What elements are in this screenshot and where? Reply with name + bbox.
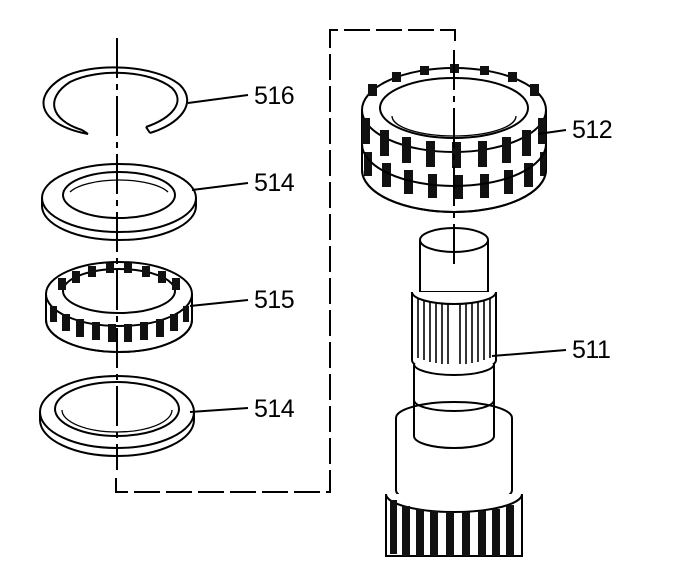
center-axes <box>116 38 455 470</box>
leader-515 <box>189 299 249 307</box>
label-516: 516 <box>254 82 295 110</box>
leader-514-upper <box>191 182 249 191</box>
leader-512 <box>537 129 567 135</box>
label-511: 511 <box>572 336 611 364</box>
label-515: 515 <box>254 286 295 314</box>
leader-514-lower <box>189 407 249 413</box>
leader-516 <box>187 94 249 104</box>
label-514-lower: 514 <box>254 395 295 423</box>
leader-lines <box>187 94 567 413</box>
snap-ring-516 <box>42 66 189 135</box>
leader-511 <box>491 349 567 357</box>
roller-bearing-515 <box>45 261 193 353</box>
assembly-path-line <box>115 29 456 493</box>
label-512: 512 <box>572 116 613 144</box>
label-514-upper: 514 <box>254 169 295 197</box>
output-shaft-511 <box>385 227 523 557</box>
thrust-washer-514-upper <box>41 163 197 241</box>
